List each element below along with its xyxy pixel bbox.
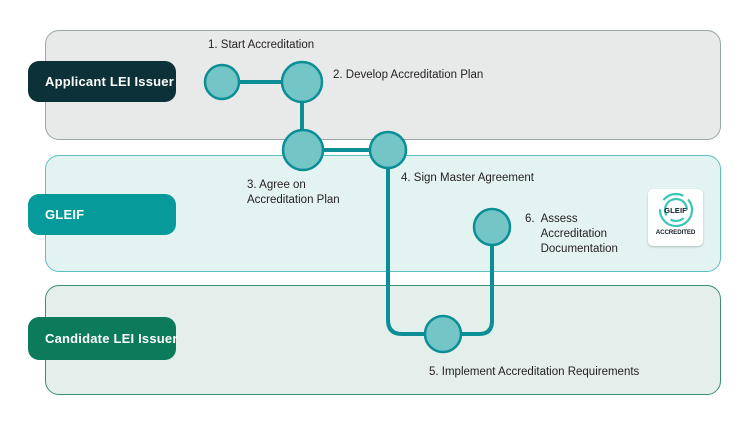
lane-label-gleif-text: GLEIF bbox=[45, 207, 85, 222]
gleif-accredited-badge: GLEIF ACCREDITED bbox=[648, 189, 703, 246]
step-label-4: 4. Sign Master Agreement bbox=[401, 172, 534, 184]
step-label-2: 2. Develop Accreditation Plan bbox=[333, 69, 484, 81]
gleif-ring-icon bbox=[658, 192, 693, 228]
gleif-logo-text: GLEIF bbox=[664, 205, 687, 215]
step-label-6-text: Assess Accreditation Documentation bbox=[540, 213, 618, 255]
lane-label-candidate-text: Candidate LEI Issuer bbox=[45, 331, 178, 346]
lane-label-candidate: Candidate LEI Issuer bbox=[28, 317, 178, 360]
step-label-6: 6. Assess Accreditation Documentation bbox=[525, 212, 618, 257]
step-label-3: 3. Agree on Accreditation Plan bbox=[247, 179, 340, 206]
lane-label-applicant-text: Applicant LEI Issuer bbox=[45, 74, 174, 89]
badge-caption: ACCREDITED bbox=[655, 229, 696, 236]
step-label-1: 1. Start Accreditation bbox=[208, 39, 315, 51]
lane-label-applicant: Applicant LEI Issuer bbox=[28, 61, 176, 102]
gleif-logo-icon: GLEIF bbox=[655, 192, 697, 228]
lane-label-gleif: GLEIF bbox=[28, 194, 176, 235]
step-label-6-number: 6. bbox=[525, 213, 535, 225]
step-label-5: 5. Implement Accreditation Requirements bbox=[429, 366, 640, 378]
